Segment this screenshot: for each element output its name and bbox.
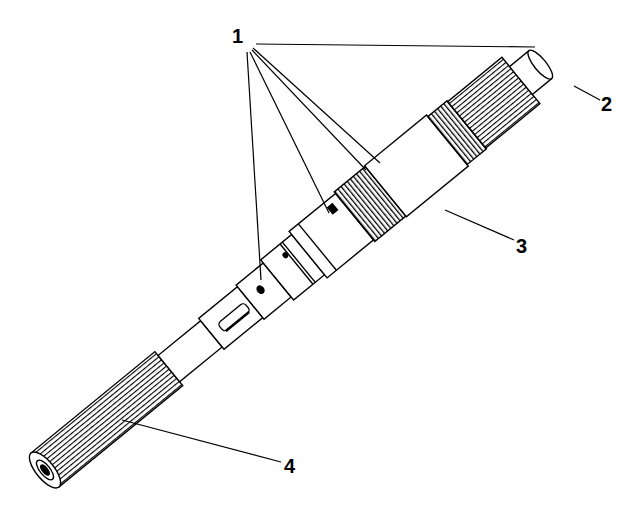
callout-number: 1 — [232, 26, 243, 46]
callout-number: 4 — [284, 456, 295, 476]
callout-number: 3 — [516, 236, 527, 256]
callout-number: 2 — [601, 94, 612, 114]
leader-lines — [122, 44, 600, 462]
